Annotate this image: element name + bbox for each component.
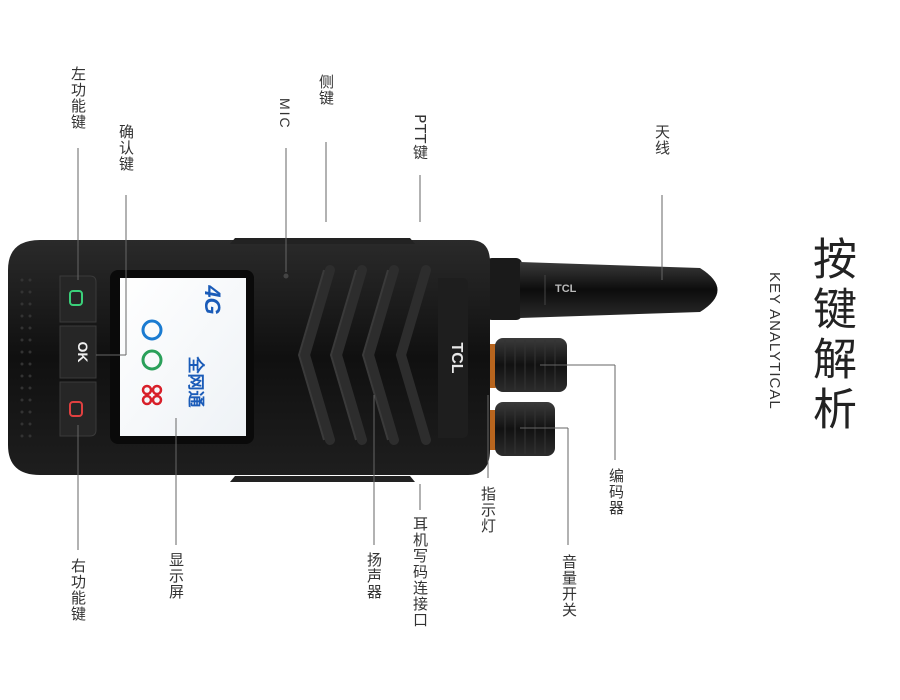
carrier-unicom-icon [141,384,163,406]
carrier-telecom-icon [141,349,163,371]
page-title: 按键解析 [805,236,856,436]
volume-knob [484,402,555,456]
label-speaker: 扬声器 [365,552,383,600]
label-mic: MIC [277,98,293,130]
ok-key-label: OK [75,342,91,363]
label-encoder: 编码器 [607,468,625,516]
mic-hole [283,273,289,279]
right-function-key-shape [59,381,97,437]
label-display: 显示屏 [167,552,185,600]
network-sub: 全网通 [185,356,206,408]
label-earphone-port: 耳机写码连接口 [411,516,429,628]
label-side-key: 侧键 [317,74,335,106]
left-function-key-shape [59,275,97,323]
label-indicator: 指示灯 [479,486,497,534]
speaker-grille [299,265,431,445]
brand-plate: TCL [438,278,468,438]
leader-lines [77,142,663,550]
antenna-brand: TCL [555,283,577,295]
page-subtitle: KEY ANALYTICAL [766,272,783,410]
label-ptt-key: PTT键 [411,114,429,161]
label-antenna: 天线 [653,124,671,156]
label-confirm-key: 确认键 [117,124,135,172]
antenna: TCL [486,258,718,320]
label-left-function-key: 左功能键 [69,66,87,130]
label-right-function-key: 右功能键 [69,558,87,622]
body-brand-logo: TCL [448,342,465,373]
speaker-grille-shine [297,269,389,441]
ok-key-shape: OK [59,325,97,379]
network-4g: 4G [200,284,225,314]
label-volume-switch: 音量开关 [560,554,578,618]
display-screen: 4G 全网通 [110,270,254,444]
carrier-mobile-icon [141,319,163,341]
